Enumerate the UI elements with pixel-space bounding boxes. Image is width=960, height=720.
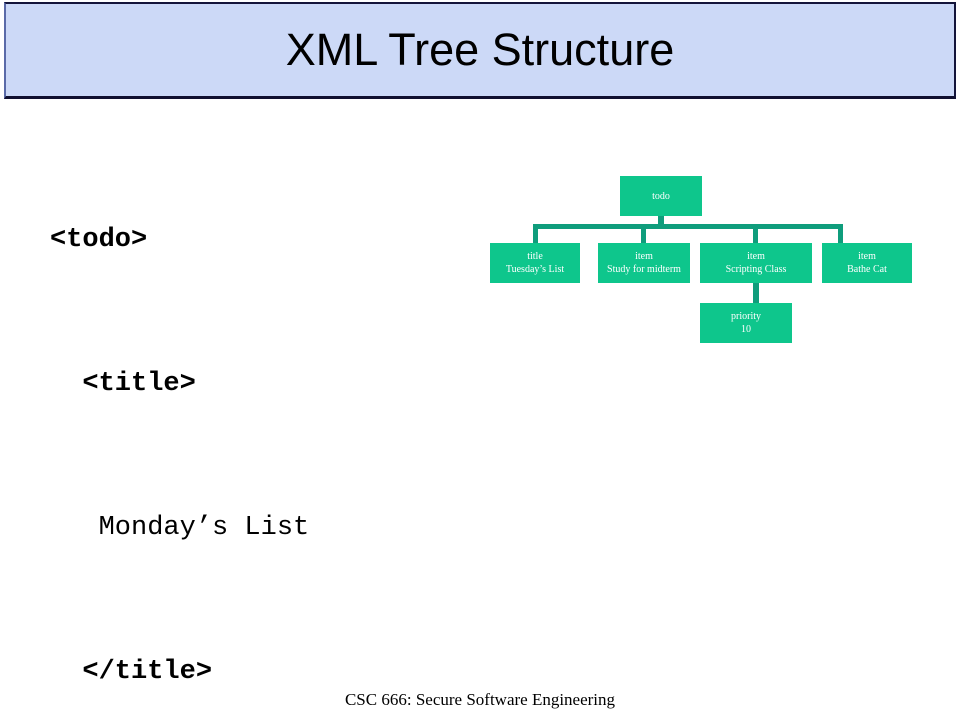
code-line: Monday’s List: [50, 513, 310, 543]
tree-node-value: Scripting Class: [725, 264, 787, 275]
tree-node-tag: priority: [731, 311, 761, 322]
connector-drop-item2: [753, 224, 758, 243]
tree-node-item-bathe[interactable]: item Bathe Cat: [822, 243, 912, 283]
page-title: XML Tree Structure: [285, 23, 675, 75]
slide-footer: CSC 666: Secure Software Engineering: [344, 690, 616, 709]
tree-node-priority[interactable]: priority 10: [700, 303, 792, 343]
code-line: <todo>: [50, 225, 148, 255]
tree-node-value: Tuesday’s List: [505, 264, 565, 275]
tree-node-tag: item: [747, 251, 765, 262]
tree-node-value: Bathe Cat: [847, 264, 887, 275]
tree-node-tag: item: [635, 251, 653, 262]
connector-drop-priority: [753, 283, 759, 303]
tree-node-tag: item: [858, 251, 876, 262]
tree-node-title[interactable]: title Tuesday’s List: [490, 243, 580, 283]
connector-root-stem: [658, 215, 664, 226]
xml-tree-diagram: todo title Tuesday’s List item Study for…: [480, 160, 950, 370]
connector-horizontal-bus: [533, 224, 843, 229]
tree-node-item-scripting[interactable]: item Scripting Class: [700, 243, 812, 283]
tree-node-todo[interactable]: todo: [620, 176, 702, 216]
code-line: <title>: [50, 369, 196, 399]
connector-drop-item1: [641, 224, 646, 243]
tree-node-tag: title: [527, 251, 543, 262]
title-bar: XML Tree Structure: [4, 2, 956, 99]
tree-node-item-study[interactable]: item Study for midterm: [598, 243, 690, 283]
code-line: </title>: [50, 657, 213, 687]
tree-node-value: 10: [741, 324, 751, 335]
tree-node-value: Study for midterm: [607, 264, 681, 275]
connector-drop-title: [533, 224, 538, 243]
xml-code-listing: <todo> <title> Monday’s List </title> <i…: [50, 120, 490, 720]
tree-node-tag: todo: [652, 190, 670, 202]
connector-drop-item3: [838, 224, 843, 243]
